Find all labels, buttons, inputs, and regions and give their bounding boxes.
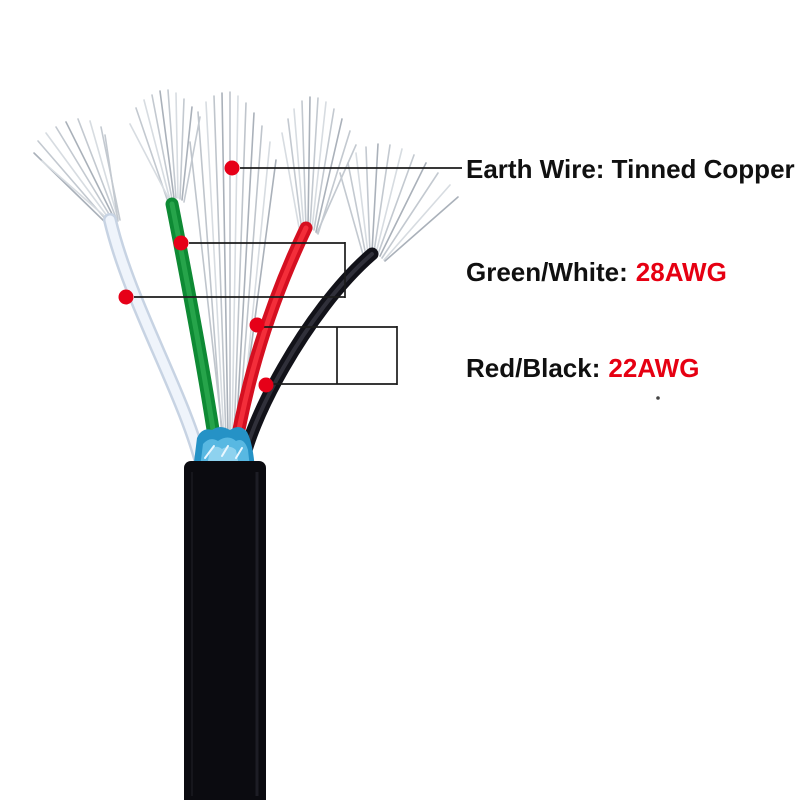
label-green-white: Green/White: 28AWG [466,257,727,287]
cable-jacket [184,461,266,800]
speck [656,396,660,400]
white-wire-strand-bundle [33,118,121,224]
label-green-white-text: Green/White: [466,257,628,287]
green-wire-strand-bundle [129,89,201,203]
label-earth-wire: Earth Wire: Tinned Copper [466,154,795,184]
label-red-black-gauge: 22AWG [608,353,699,383]
callout-lines [134,167,462,385]
label-green-white-gauge: 28AWG [636,257,727,287]
black-wire-strand-bundle [339,143,459,262]
label-red-black: Red/Black: 22AWG [466,353,699,383]
marker-black-wire [258,377,274,393]
white-wire [103,213,210,477]
marker-green-wire [173,235,189,251]
marker-white-wire [118,289,134,305]
marker-red-wire [249,317,265,333]
marker-dots [118,160,274,393]
labels: Earth Wire: Tinned Copper Green/White: 28… [466,154,795,383]
marker-earth-wire [224,160,240,176]
red-wire-strand-bundle [281,96,357,235]
label-red-black-text: Red/Black: [466,353,600,383]
